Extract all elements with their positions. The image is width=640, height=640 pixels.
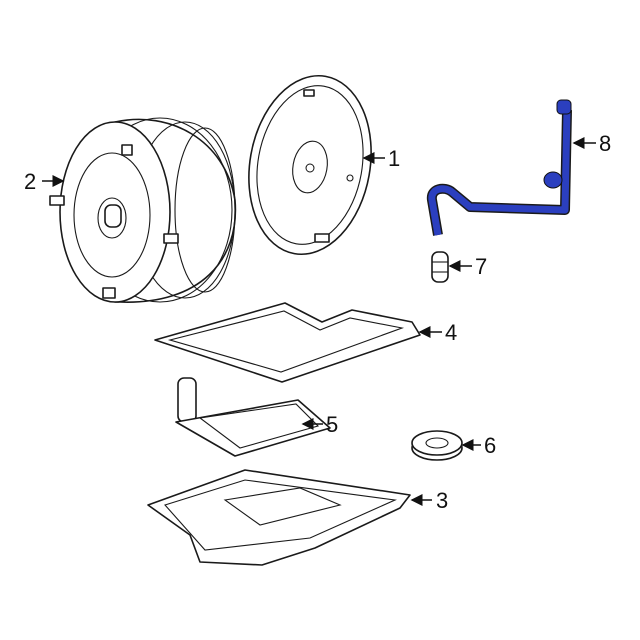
- callout-label: 7: [475, 254, 487, 279]
- seal[interactable]: [411, 430, 463, 461]
- callout-7: 7: [448, 254, 487, 279]
- callout-label: 4: [445, 320, 457, 345]
- pan-gasket[interactable]: [154, 302, 421, 383]
- callout-label: 3: [436, 488, 448, 513]
- callout-label: 6: [484, 433, 496, 458]
- callout-6: 6: [461, 433, 496, 458]
- transmission-filter[interactable]: [175, 377, 331, 457]
- callout-label: 1: [388, 146, 400, 171]
- callout-8: 8: [572, 131, 611, 156]
- callout-1: 1: [362, 146, 400, 171]
- torque-converter[interactable]: [49, 117, 237, 303]
- filler-tube-seal[interactable]: [431, 251, 449, 283]
- callout-2: 2: [24, 169, 65, 194]
- callout-4: 4: [418, 320, 457, 345]
- callout-5: 5: [301, 412, 338, 437]
- callout-label: 2: [24, 169, 36, 194]
- callout-3: 3: [410, 488, 448, 513]
- callout-label: 5: [326, 412, 338, 437]
- flexplate[interactable]: [235, 66, 384, 264]
- transmission-pan[interactable]: [147, 469, 411, 566]
- dipstick-tube[interactable]: [426, 99, 572, 236]
- callout-label: 8: [599, 131, 611, 156]
